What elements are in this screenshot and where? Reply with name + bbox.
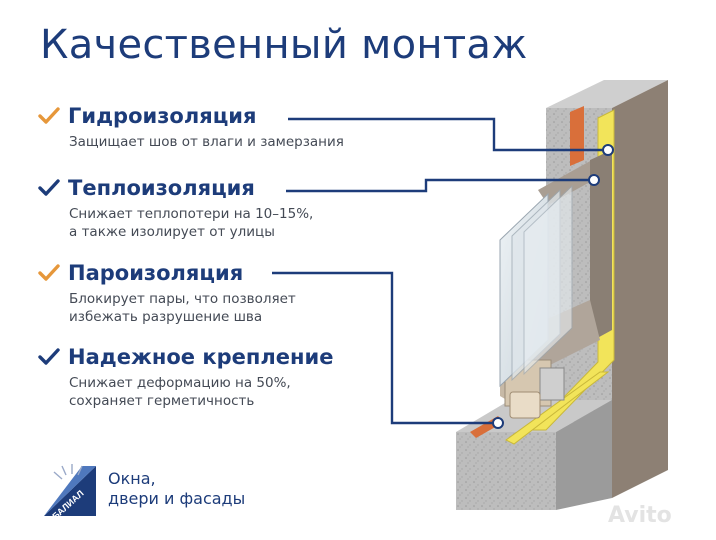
feature-vapor-barrier: Пароизоляция Блокирует пары, что позволя… <box>38 261 296 326</box>
check-icon <box>38 348 60 365</box>
feature-description-line: избежать разрушение шва <box>69 309 263 325</box>
feature-description-line: Защищает шов от влаги и замерзания <box>69 134 344 150</box>
leader-line-waterproofing <box>288 117 606 152</box>
feature-description-line: сохраняет герметичность <box>69 393 255 409</box>
brand-tagline-line: Окна, <box>108 469 156 488</box>
brand-tagline: Окна, двери и фасады <box>108 469 245 509</box>
avito-watermark: Avito <box>608 503 672 528</box>
feature-title: Пароизоляция <box>68 261 244 285</box>
feature-title: Теплоизоляция <box>68 176 255 200</box>
feature-waterproofing: Гидроизоляция Защищает шов от влаги и за… <box>38 104 344 151</box>
feature-reliable-fastening: Надежное крепление Снижает деформацию на… <box>38 345 333 410</box>
brand-tagline-line: двери и фасады <box>108 489 246 508</box>
feature-description-line: а также изолирует от улицы <box>69 224 275 240</box>
check-icon <box>38 264 60 281</box>
feature-description-line: Блокирует пары, что позволяет <box>69 291 296 307</box>
leader-endpoints <box>492 144 614 429</box>
leader-line-thermal <box>286 178 592 193</box>
brand-logo: БАЛИАЛ <box>44 464 96 518</box>
check-icon <box>38 179 60 196</box>
feature-description-line: Снижает деформацию на 50%, <box>69 375 291 391</box>
check-icon <box>38 107 60 124</box>
yellow-sealant <box>505 109 615 445</box>
feature-title: Надежное крепление <box>68 345 334 369</box>
leader-line-vapor <box>272 271 494 425</box>
feature-thermal-insulation: Теплоизоляция Снижает теплопотери на 10–… <box>38 176 313 241</box>
leader-lines <box>272 117 606 425</box>
window-frame <box>499 150 612 419</box>
feature-title: Гидроизоляция <box>68 104 257 128</box>
page-title: Качественный монтаж <box>40 22 528 68</box>
feature-description-line: Снижает теплопотери на 10–15%, <box>69 206 314 222</box>
